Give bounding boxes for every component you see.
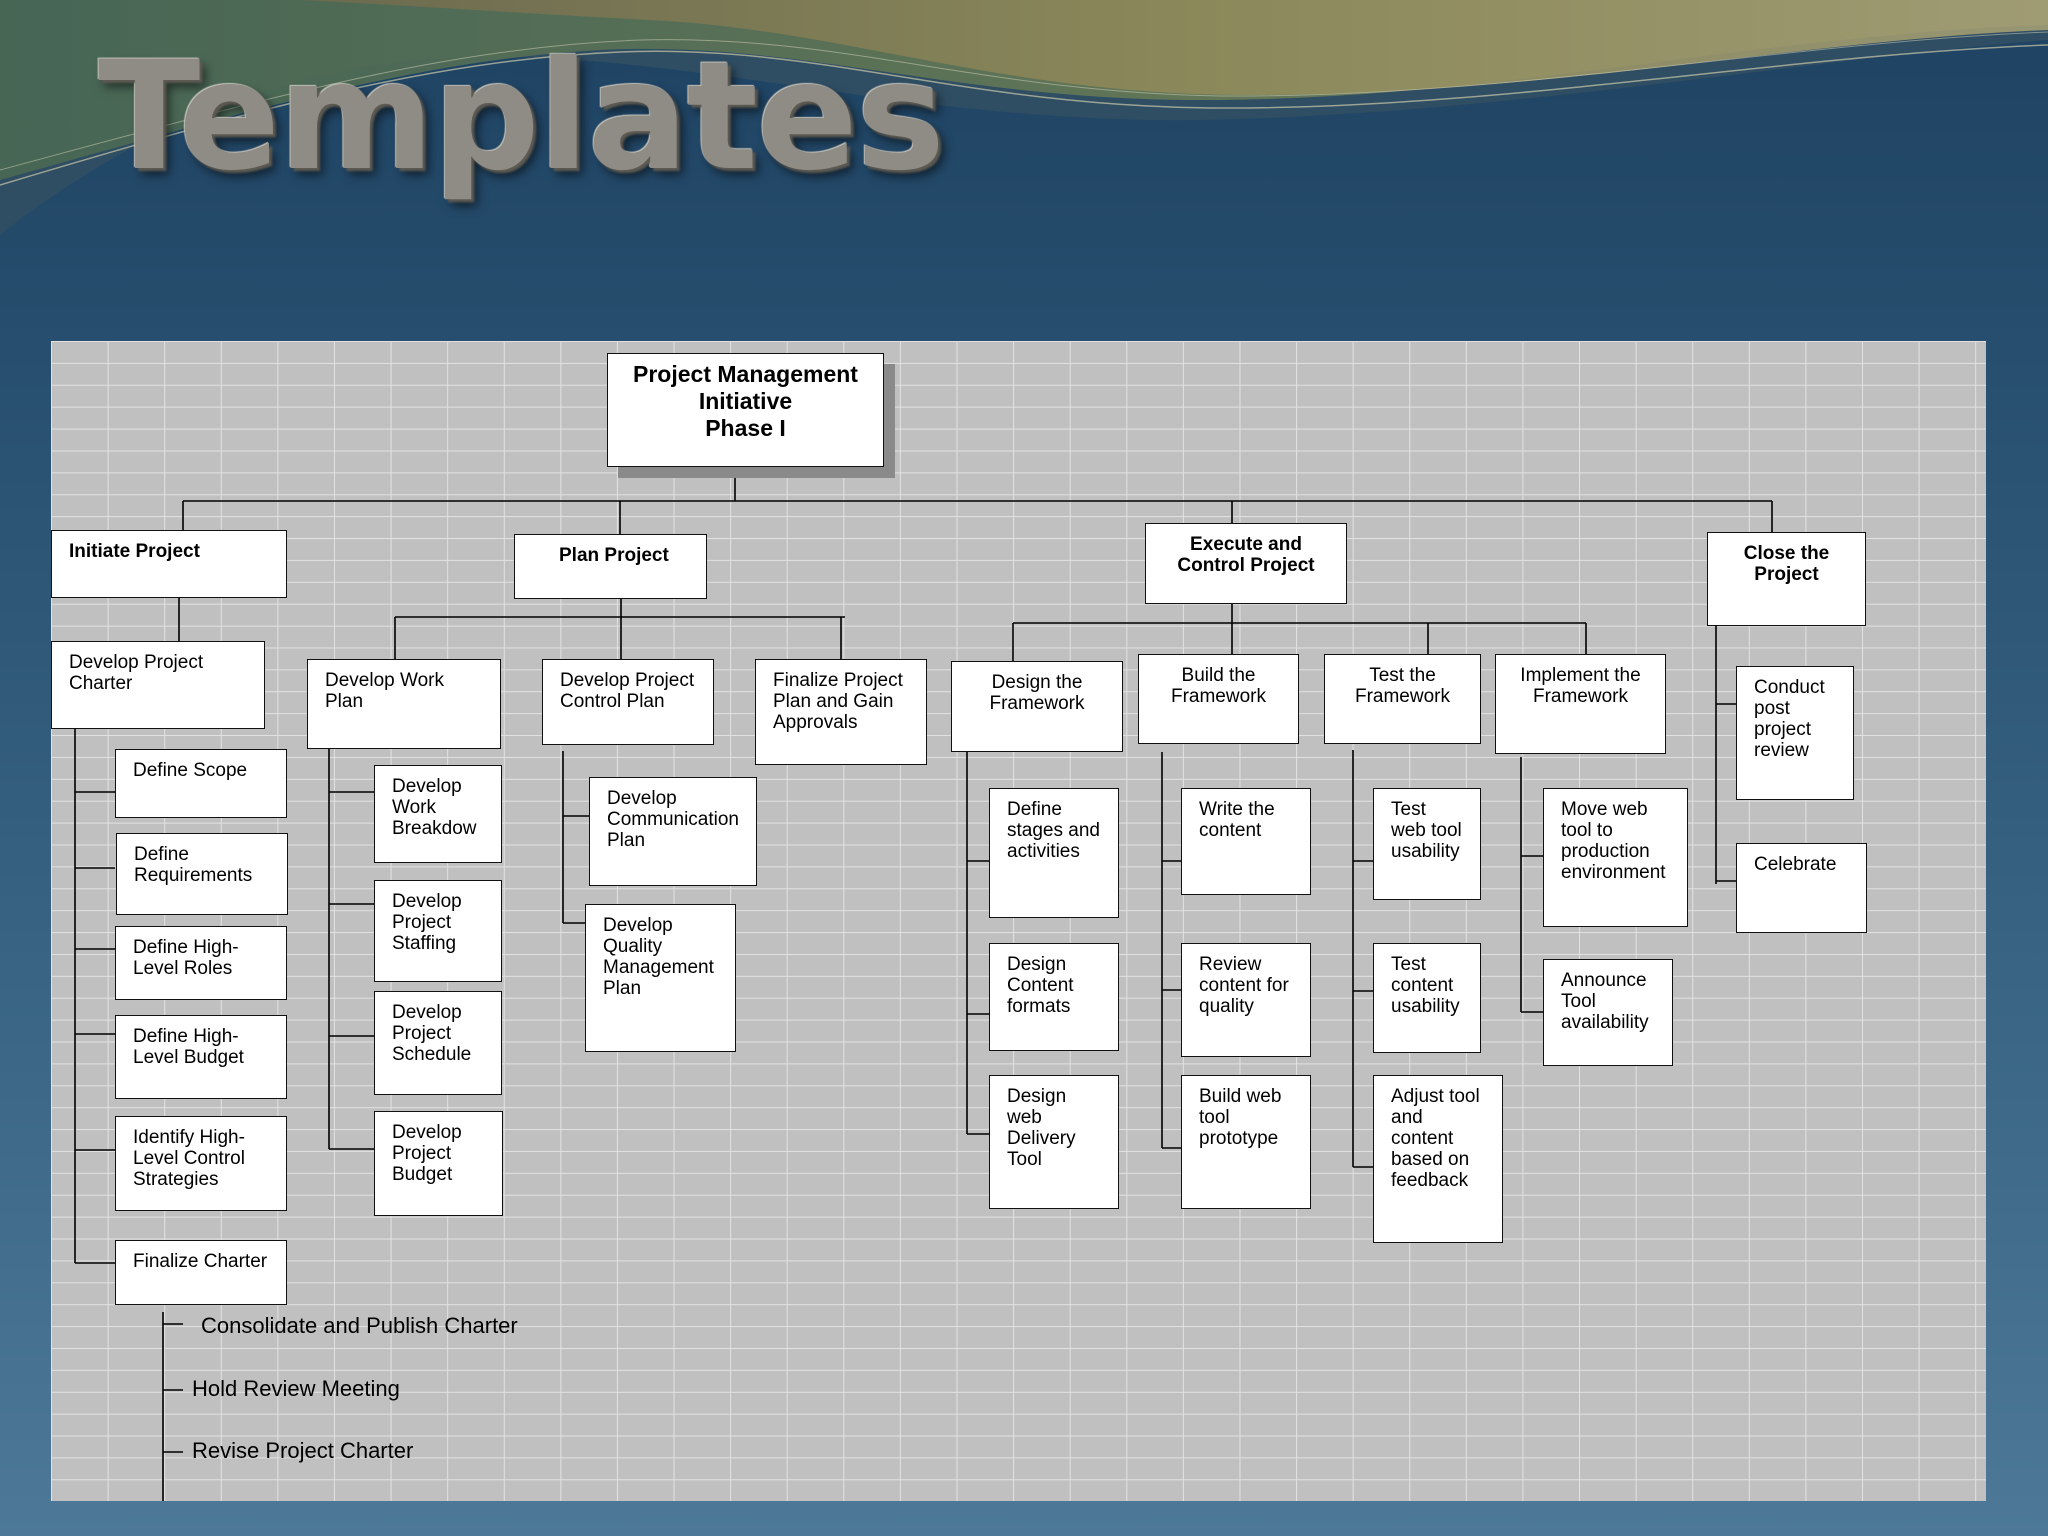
node-build-web-tool-prototype: Build web tool prototype	[1181, 1075, 1311, 1209]
node-initiate-project: Initiate Project	[51, 530, 287, 598]
node-define-requirements: Define Requirements	[116, 833, 288, 915]
root-node: Project Management Initiative Phase I	[607, 353, 884, 467]
node-develop-project-control-plan: Develop Project Control Plan	[542, 659, 714, 745]
node-review-content-quality: Review content for quality	[1181, 943, 1311, 1057]
node-develop-work-plan: Develop Work Plan	[307, 659, 501, 749]
node-develop-project-staffing: Develop Project Staffing	[374, 880, 502, 982]
node-announce-tool-availability: Announce Tool availability	[1543, 959, 1673, 1066]
node-build-framework: Build the Framework	[1138, 654, 1299, 744]
node-test-web-tool-usability: Test web tool usability	[1373, 788, 1481, 900]
node-define-high-level-budget: Define High- Level Budget	[115, 1015, 287, 1099]
node-execute-control-project: Execute and Control Project	[1145, 523, 1347, 604]
node-develop-work-breakdown: Develop Work Breakdow	[374, 765, 502, 863]
node-celebrate: Celebrate	[1736, 843, 1867, 933]
node-write-content: Write the content	[1181, 788, 1311, 895]
node-identify-control-strategies: Identify High- Level Control Strategies	[115, 1116, 287, 1211]
node-design-web-delivery-tool: Design web Delivery Tool	[989, 1075, 1119, 1209]
node-conduct-post-project-review: Conduct post project review	[1736, 666, 1854, 800]
node-design-framework: Design the Framework	[951, 661, 1123, 752]
node-finalize-project-plan: Finalize Project Plan and Gain Approvals	[755, 659, 927, 765]
slide-title: Templates	[98, 30, 945, 204]
node-finalize-charter: Finalize Charter	[115, 1240, 287, 1305]
node-close-project: Close the Project	[1707, 532, 1866, 626]
node-test-content-usability: Test content usability	[1373, 943, 1481, 1053]
node-design-content-formats: Design Content formats	[989, 943, 1119, 1051]
node-define-scope: Define Scope	[115, 749, 287, 818]
node-test-framework: Test the Framework	[1324, 654, 1481, 744]
connector-lines	[74, 467, 1773, 1501]
charter-step: Consolidate and Publish Charter	[201, 1313, 518, 1338]
charter-step: Hold Review Meeting	[192, 1376, 400, 1401]
node-develop-project-budget: Develop Project Budget	[374, 1111, 503, 1216]
node-adjust-tool-content: Adjust tool and content based on feedbac…	[1373, 1075, 1503, 1243]
node-develop-quality-management-plan: Develop Quality Management Plan	[585, 904, 736, 1052]
node-implement-framework: Implement the Framework	[1495, 654, 1666, 754]
header-wave-decoration	[0, 0, 2048, 235]
node-develop-communication-plan: Develop Communication Plan	[589, 777, 757, 886]
node-develop-project-schedule: Develop Project Schedule	[374, 991, 502, 1095]
node-define-high-level-roles: Define High- Level Roles	[115, 926, 287, 1000]
wbs-diagram: Project Management Initiative Phase I In…	[51, 341, 1986, 1501]
node-move-web-tool-production: Move web tool to production environment	[1543, 788, 1688, 927]
node-plan-project: Plan Project	[514, 534, 707, 599]
charter-step: Revise Project Charter	[192, 1438, 414, 1463]
node-define-stages-activities: Define stages and activities	[989, 788, 1119, 918]
node-develop-project-charter: Develop Project Charter	[51, 641, 265, 729]
